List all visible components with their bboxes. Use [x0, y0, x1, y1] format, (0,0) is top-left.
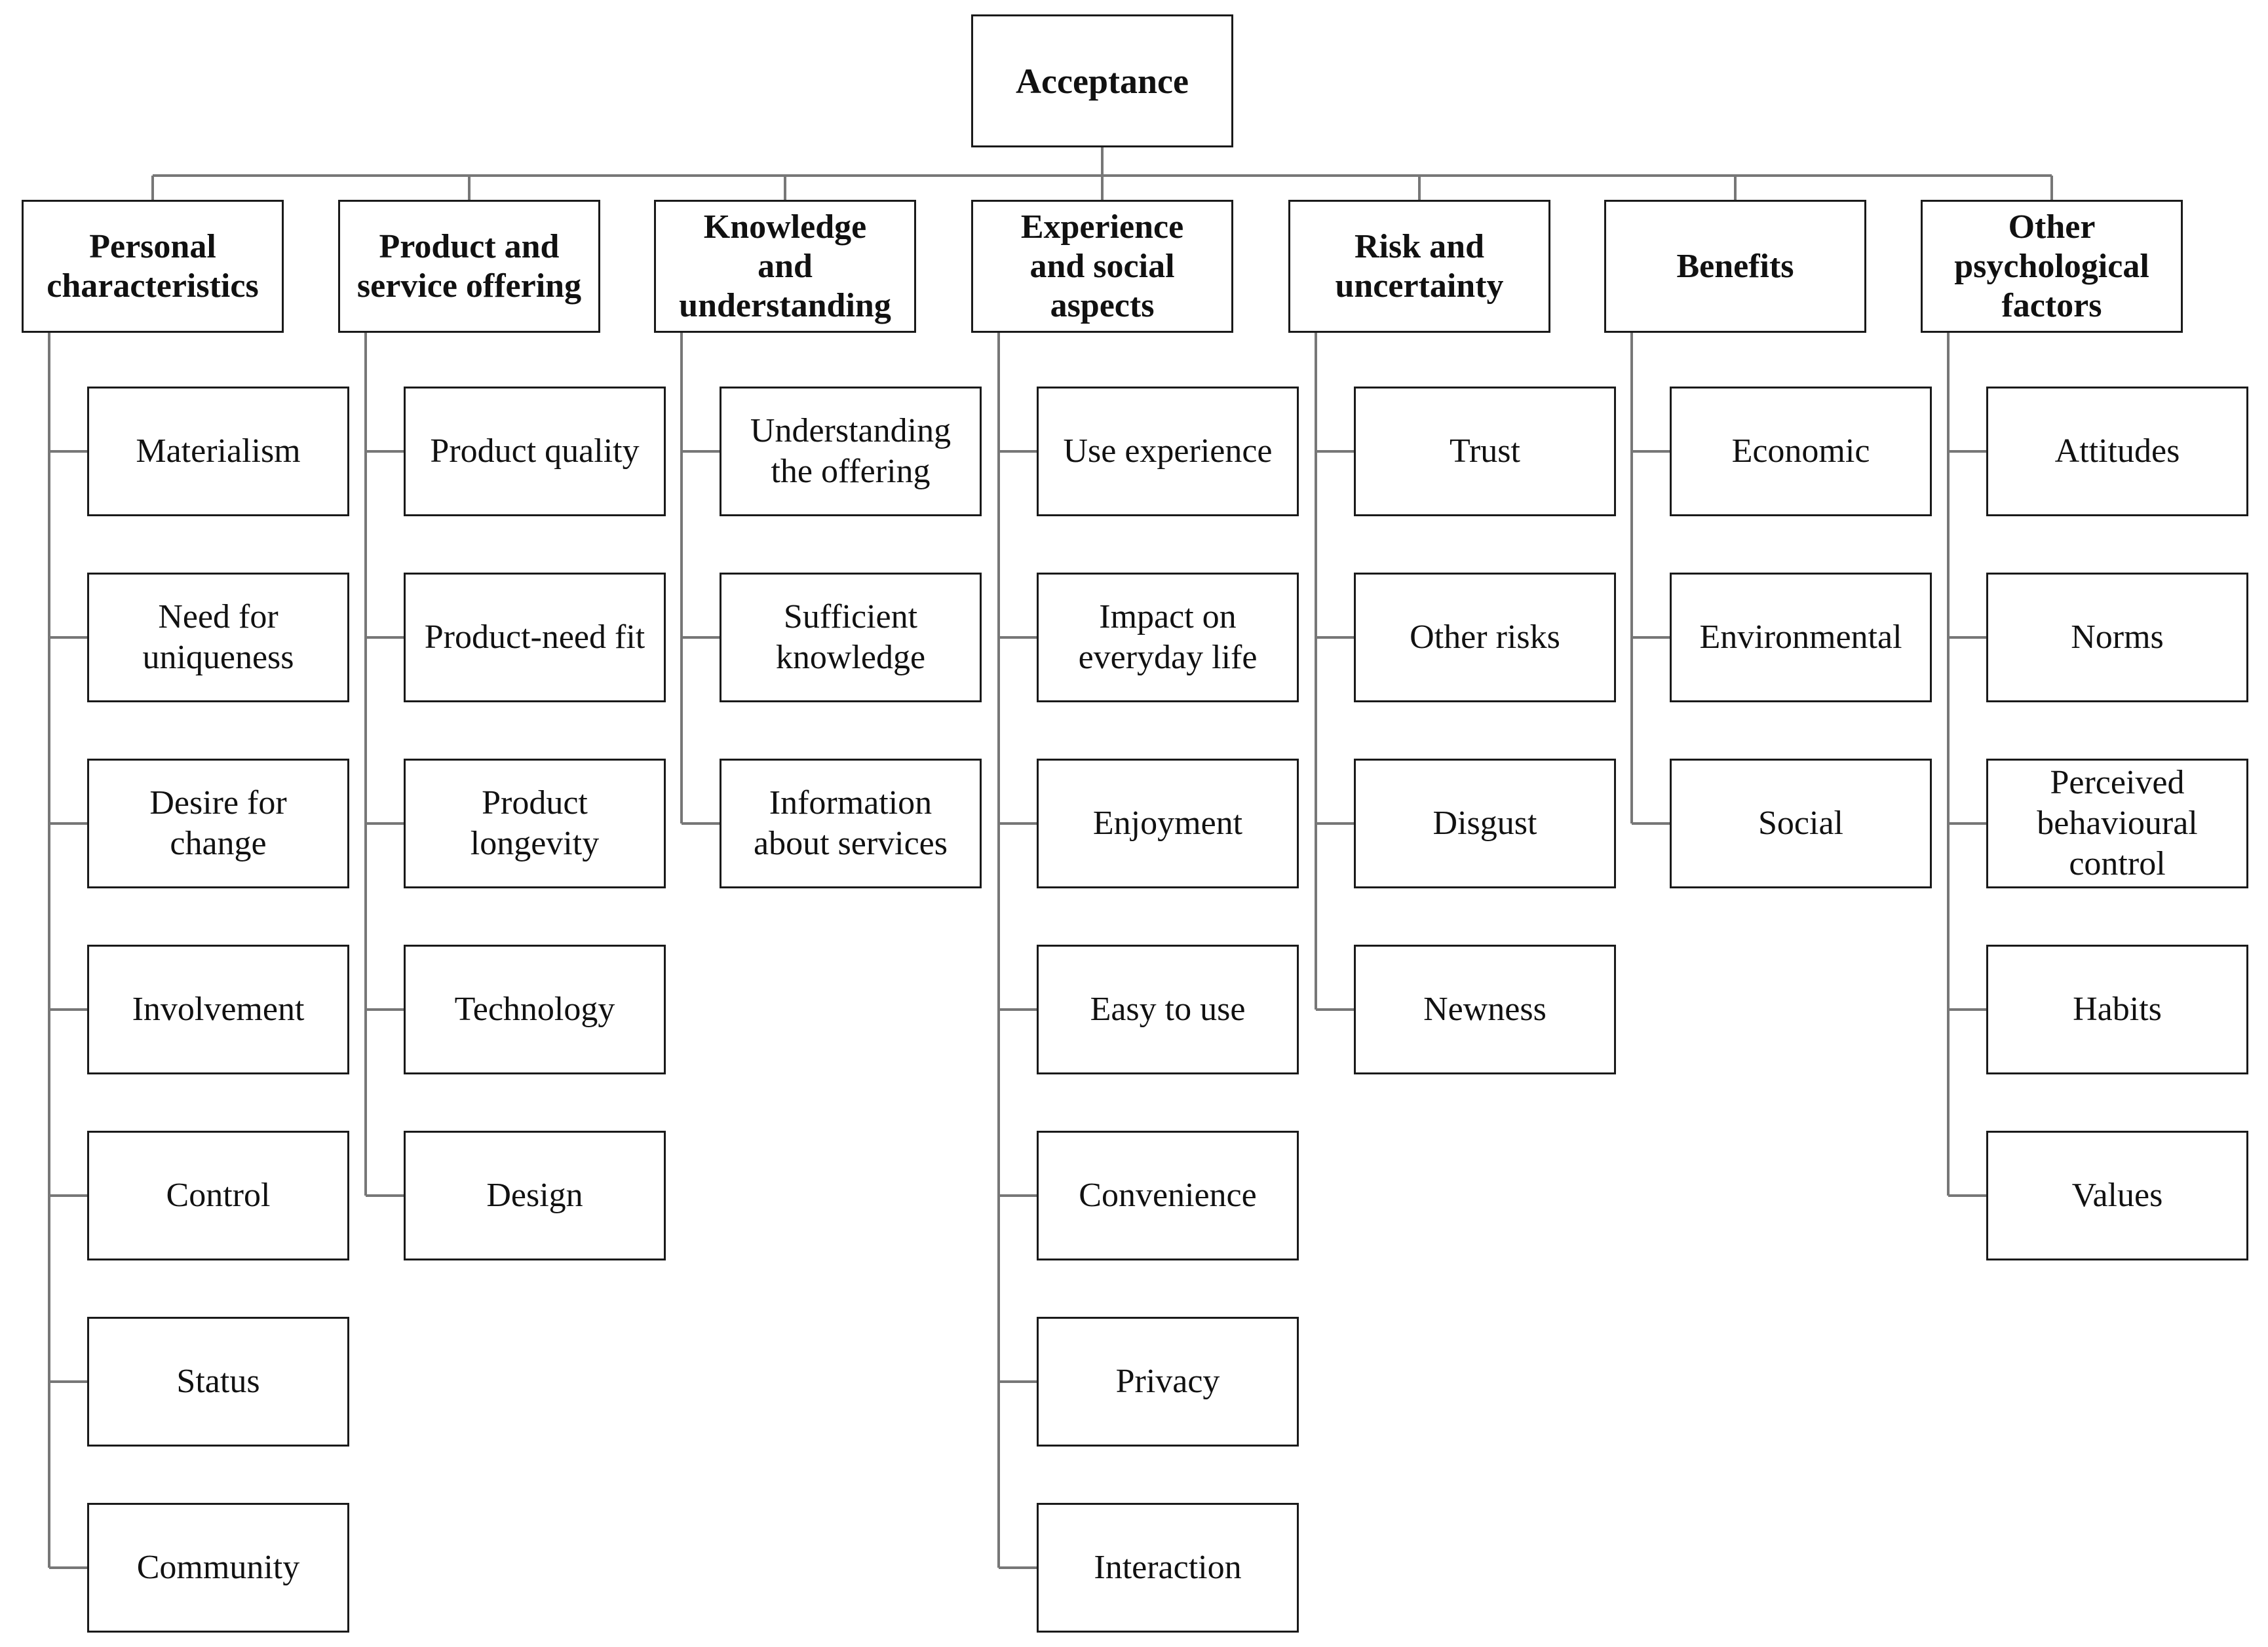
- factor-node: Norms: [1986, 573, 2248, 702]
- factor-node: Disgust: [1354, 759, 1616, 888]
- factor-node: Social: [1670, 759, 1932, 888]
- factor-node: Status: [87, 1317, 349, 1447]
- category-node: Other psychological factors: [1921, 200, 2183, 333]
- factor-node: Control: [87, 1131, 349, 1260]
- factor-node: Information about services: [720, 759, 982, 888]
- factor-node: Product quality: [404, 387, 666, 516]
- factor-node: Use experience: [1037, 387, 1299, 516]
- factor-node: Sufficient knowledge: [720, 573, 982, 702]
- factor-node: Environmental: [1670, 573, 1932, 702]
- factor-node: Perceived behavioural control: [1986, 759, 2248, 888]
- factor-node: Enjoyment: [1037, 759, 1299, 888]
- factor-node: Values: [1986, 1131, 2248, 1260]
- factor-node: Understanding the offering: [720, 387, 982, 516]
- factor-node: Materialism: [87, 387, 349, 516]
- category-node: Knowledge and understanding: [654, 200, 916, 333]
- category-node: Experience and social aspects: [971, 200, 1233, 333]
- factor-node: Habits: [1986, 945, 2248, 1074]
- category-node: Risk and uncertainty: [1288, 200, 1550, 333]
- factor-node: Economic: [1670, 387, 1932, 516]
- factor-node: Other risks: [1354, 573, 1616, 702]
- factor-node: Privacy: [1037, 1317, 1299, 1447]
- factor-node: Design: [404, 1131, 666, 1260]
- factor-node: Involvement: [87, 945, 349, 1074]
- factor-node: Trust: [1354, 387, 1616, 516]
- factor-node: Community: [87, 1503, 349, 1633]
- category-node: Product and service offering: [338, 200, 600, 333]
- factor-node: Product-need fit: [404, 573, 666, 702]
- factor-node: Impact on everyday life: [1037, 573, 1299, 702]
- factor-node: Need for uniqueness: [87, 573, 349, 702]
- factor-node: Product longevity: [404, 759, 666, 888]
- factor-node: Convenience: [1037, 1131, 1299, 1260]
- factor-node: Desire for change: [87, 759, 349, 888]
- factor-node: Newness: [1354, 945, 1616, 1074]
- category-node: Benefits: [1604, 200, 1866, 333]
- category-node: Personal characteristics: [22, 200, 284, 333]
- factor-node: Easy to use: [1037, 945, 1299, 1074]
- factor-node: Interaction: [1037, 1503, 1299, 1633]
- factor-node: Attitudes: [1986, 387, 2248, 516]
- factor-node: Technology: [404, 945, 666, 1074]
- root-node-acceptance: Acceptance: [971, 14, 1233, 147]
